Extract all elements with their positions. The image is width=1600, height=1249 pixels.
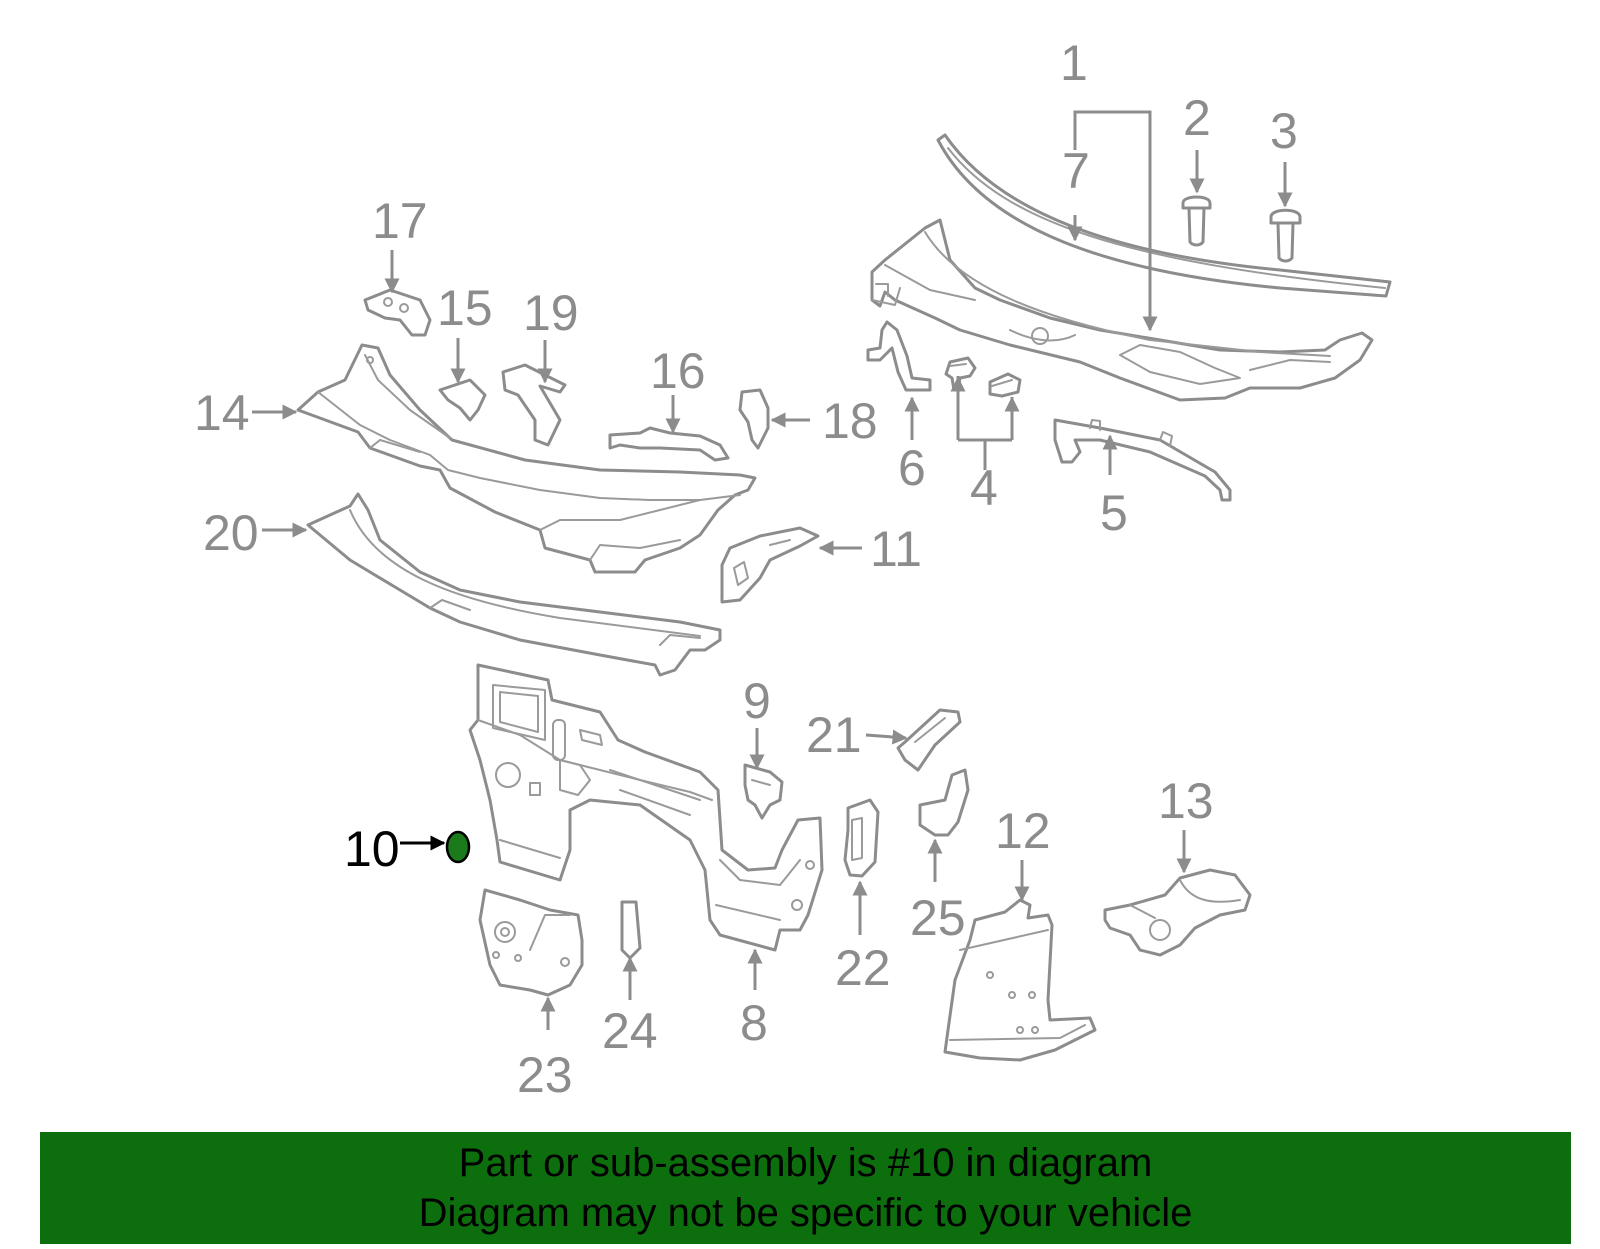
callout-6: 6 bbox=[898, 440, 926, 496]
footer-line-2: Diagram may not be specific to your vehi… bbox=[418, 1191, 1193, 1235]
callout-24: 24 bbox=[602, 1003, 658, 1059]
part-7-weatherstrip bbox=[936, 133, 1392, 298]
callout-4: 4 bbox=[970, 460, 998, 516]
footer-line-1: Part or sub-assembly is #10 in diagram bbox=[458, 1141, 1153, 1185]
part-20-lower-cowl bbox=[306, 492, 722, 677]
callout-14: 14 bbox=[194, 385, 250, 441]
callout-8: 8 bbox=[740, 995, 768, 1051]
callout-16: 16 bbox=[650, 343, 706, 399]
part-13-bracket bbox=[1103, 868, 1252, 957]
callout-2: 2 bbox=[1183, 90, 1211, 146]
callout-17: 17 bbox=[372, 193, 428, 249]
callout-19: 19 bbox=[523, 285, 579, 341]
part-9-bracket bbox=[743, 763, 784, 820]
parts-diagram: 1 2 3 7 17 15 19 16 14 18 6 4 5 20 11 9 … bbox=[194, 35, 1392, 1103]
callout-5: 5 bbox=[1100, 485, 1128, 541]
part-19-bracket bbox=[501, 363, 567, 447]
part-5-rod bbox=[1053, 418, 1232, 502]
part-15-bracket bbox=[438, 378, 487, 422]
part-21-bracket bbox=[896, 708, 962, 772]
callout-labels: 1 2 3 7 17 15 19 16 14 18 6 4 5 20 11 9 … bbox=[194, 35, 1298, 1103]
part-17-bracket bbox=[363, 288, 432, 337]
part-11-bracket bbox=[720, 526, 820, 604]
callout-21: 21 bbox=[806, 707, 862, 763]
callout-13: 13 bbox=[1158, 773, 1214, 829]
part-24-strip bbox=[620, 900, 642, 960]
callout-20: 20 bbox=[203, 505, 259, 561]
part-10-highlighted[interactable] bbox=[445, 830, 471, 864]
part-1-cowl-panel bbox=[870, 218, 1374, 402]
part-22-bracket bbox=[843, 798, 880, 878]
callout-1: 1 bbox=[1060, 35, 1088, 91]
callout-12: 12 bbox=[995, 803, 1051, 859]
part-6-bracket bbox=[866, 320, 932, 392]
part-14-cowl-vent-panel bbox=[296, 343, 757, 574]
part-18-bracket bbox=[738, 388, 770, 450]
part-16-reinforcement bbox=[608, 426, 730, 462]
callout-18: 18 bbox=[822, 393, 878, 449]
part-8-dash-panel bbox=[468, 663, 824, 952]
part-25-bracket bbox=[918, 768, 970, 837]
part-23-bracket bbox=[478, 888, 584, 997]
callout-15: 15 bbox=[437, 280, 493, 336]
leader-lines bbox=[252, 110, 1293, 1030]
callout-3: 3 bbox=[1270, 103, 1298, 159]
callout-23: 23 bbox=[517, 1047, 573, 1103]
part-3-clip bbox=[1269, 208, 1302, 263]
callout-7: 7 bbox=[1062, 143, 1090, 199]
callout-11: 11 bbox=[870, 521, 922, 577]
part-12-side-panel bbox=[943, 898, 1097, 1062]
callout-10[interactable]: 10 bbox=[344, 821, 400, 877]
callout-22: 22 bbox=[835, 940, 891, 996]
callout-9: 9 bbox=[743, 673, 771, 729]
callout-25: 25 bbox=[910, 890, 966, 946]
footer-banner: Part or sub-assembly is #10 in diagram D… bbox=[40, 1132, 1571, 1244]
part-2-clip bbox=[1181, 195, 1212, 247]
